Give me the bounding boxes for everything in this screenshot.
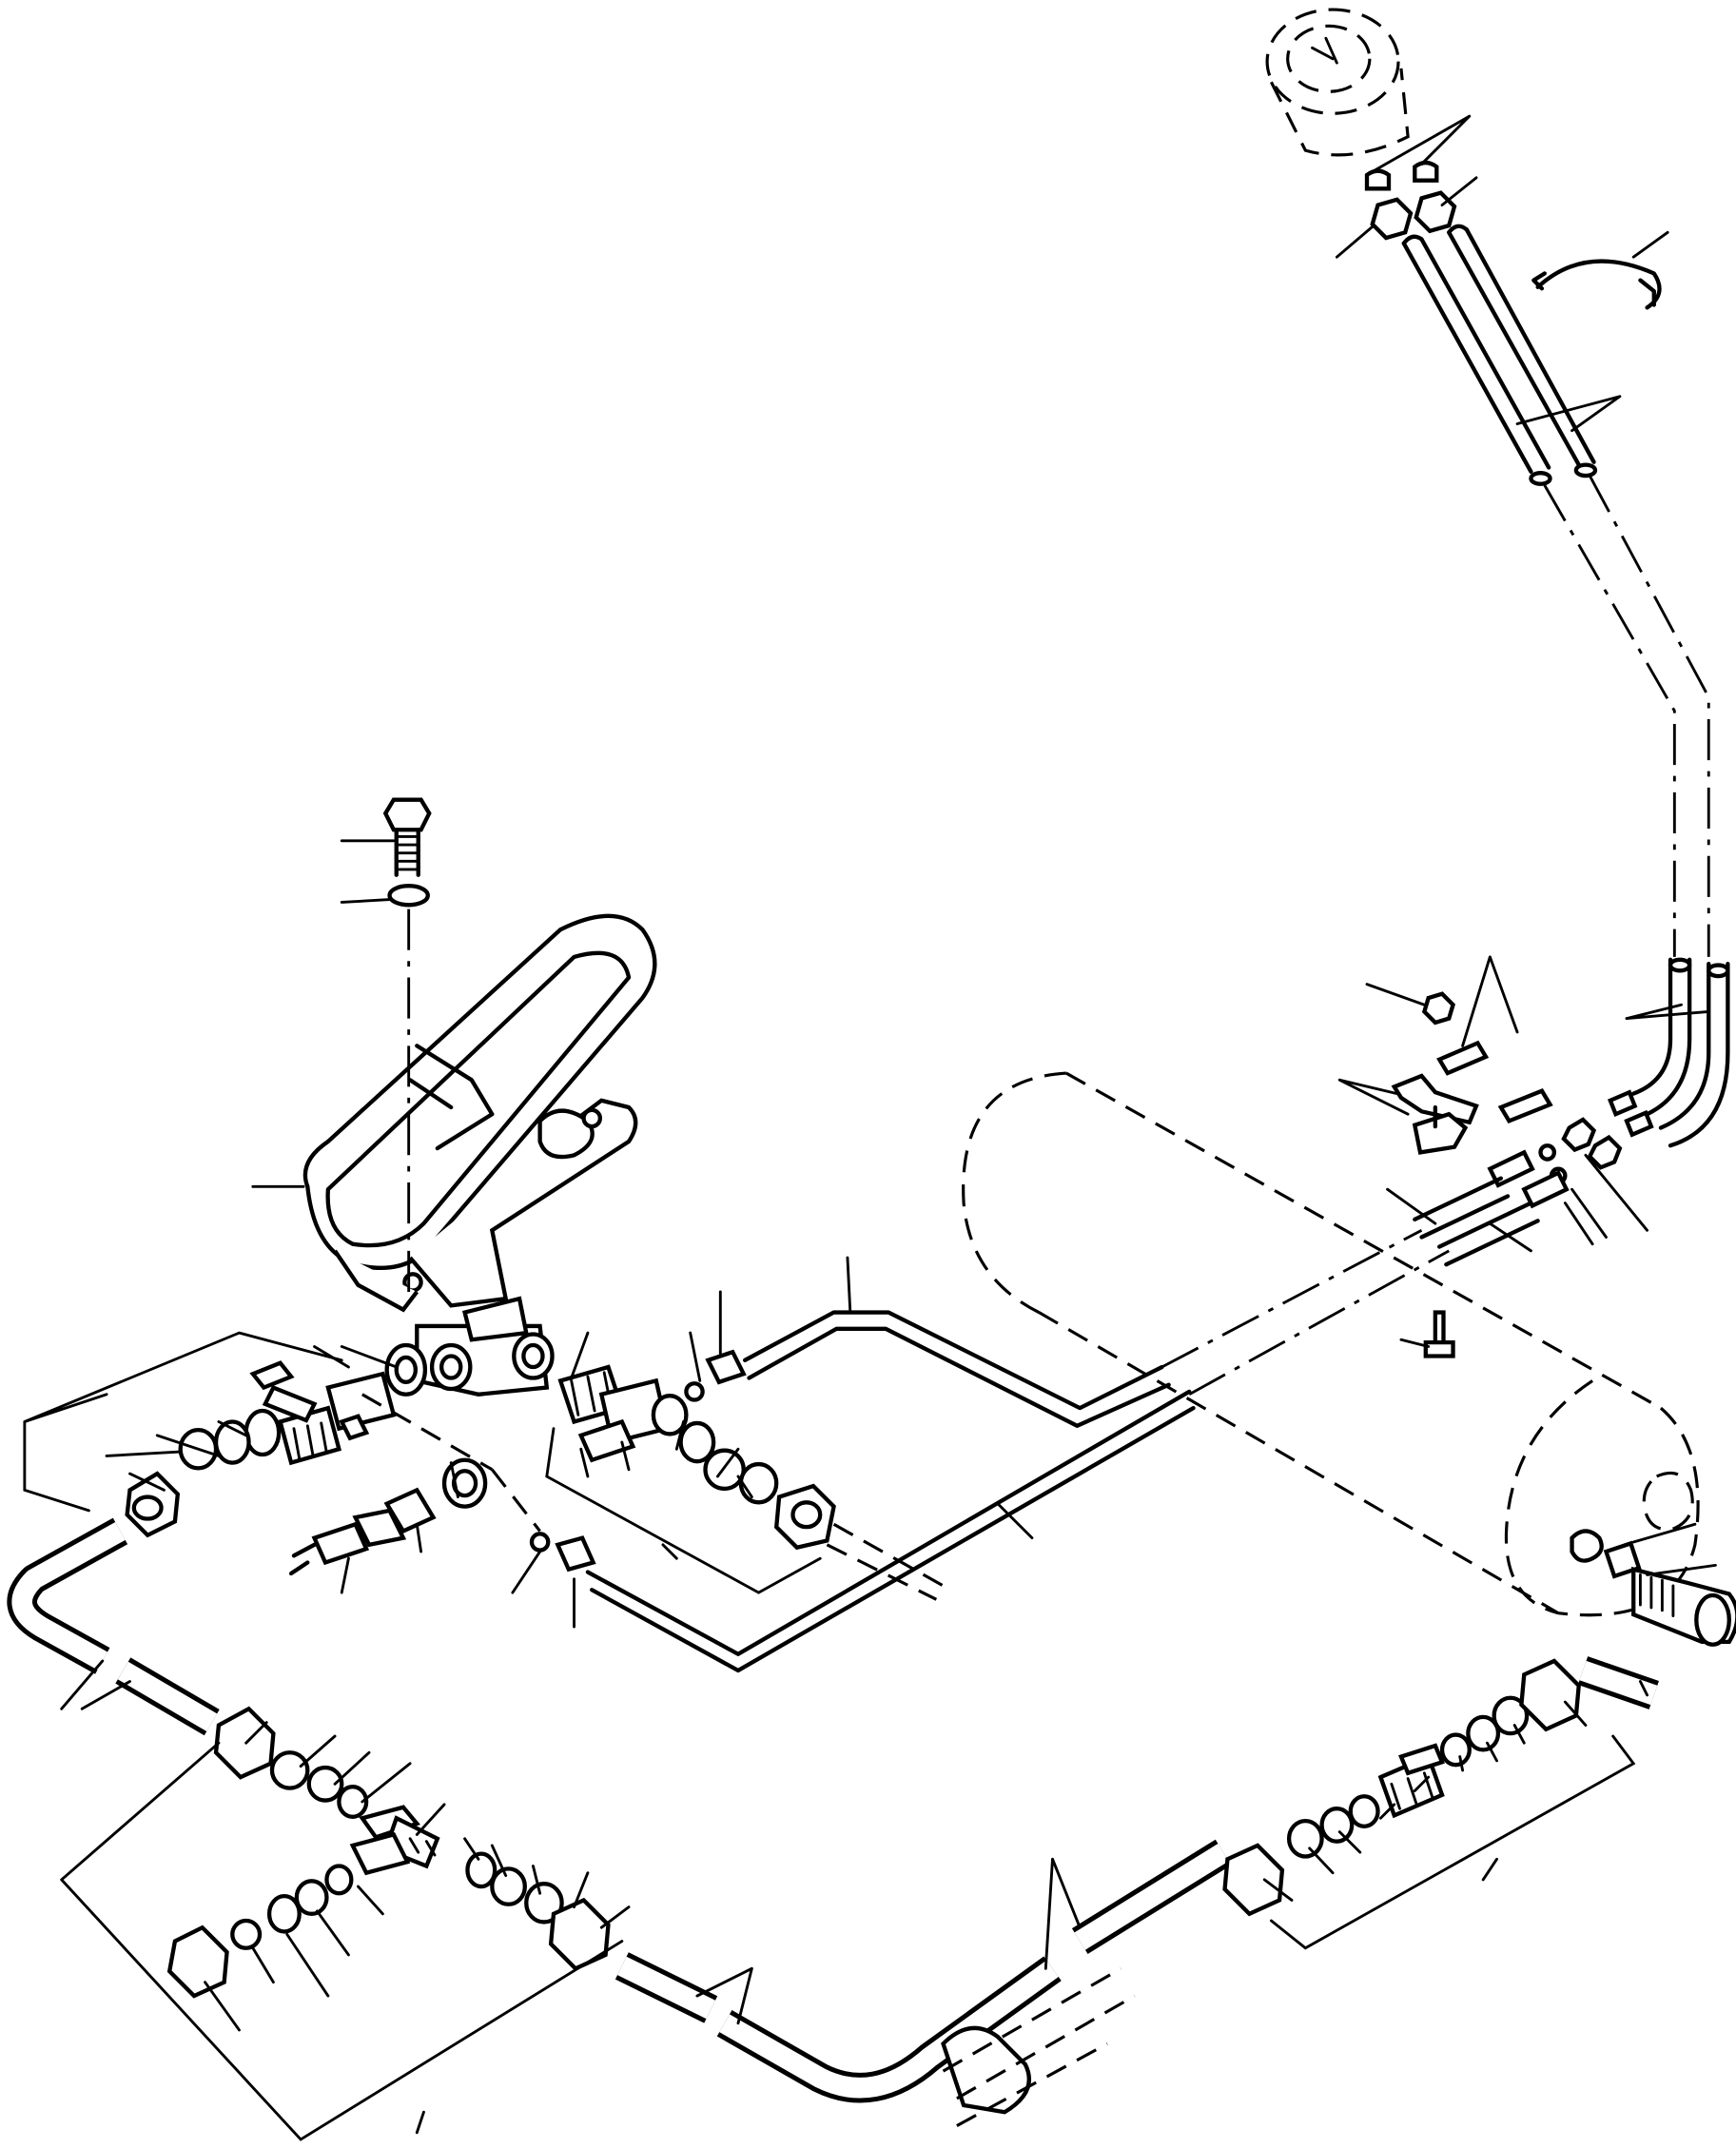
air-line-tubes xyxy=(7,1229,1659,2103)
mounting-bolt xyxy=(382,797,432,877)
gauge-fittings xyxy=(1364,160,1457,241)
reservoir-fittings xyxy=(1391,991,1654,1358)
stop-light-switch xyxy=(288,1457,488,1576)
tee-fitting xyxy=(125,1360,397,1538)
lower-right-fittings xyxy=(1222,1658,1581,1917)
valve-body xyxy=(384,1296,555,1397)
brake-valve-pedal xyxy=(302,913,657,1313)
gauge-lines xyxy=(1401,224,1730,1148)
right-valve-fittings xyxy=(557,1349,836,1551)
lock-washer xyxy=(387,884,430,908)
tube-nuts xyxy=(529,1532,596,1573)
gauge-clip xyxy=(1531,259,1662,310)
sleeves xyxy=(166,1706,611,1999)
leader-lines xyxy=(23,114,1717,2141)
pressure-gauge xyxy=(1265,8,1410,157)
elbow-fitting xyxy=(1570,1529,1736,1647)
hose-clamp xyxy=(941,1966,1136,2127)
air-reservoir xyxy=(962,1071,1700,1617)
extension-lines xyxy=(361,1393,945,1601)
